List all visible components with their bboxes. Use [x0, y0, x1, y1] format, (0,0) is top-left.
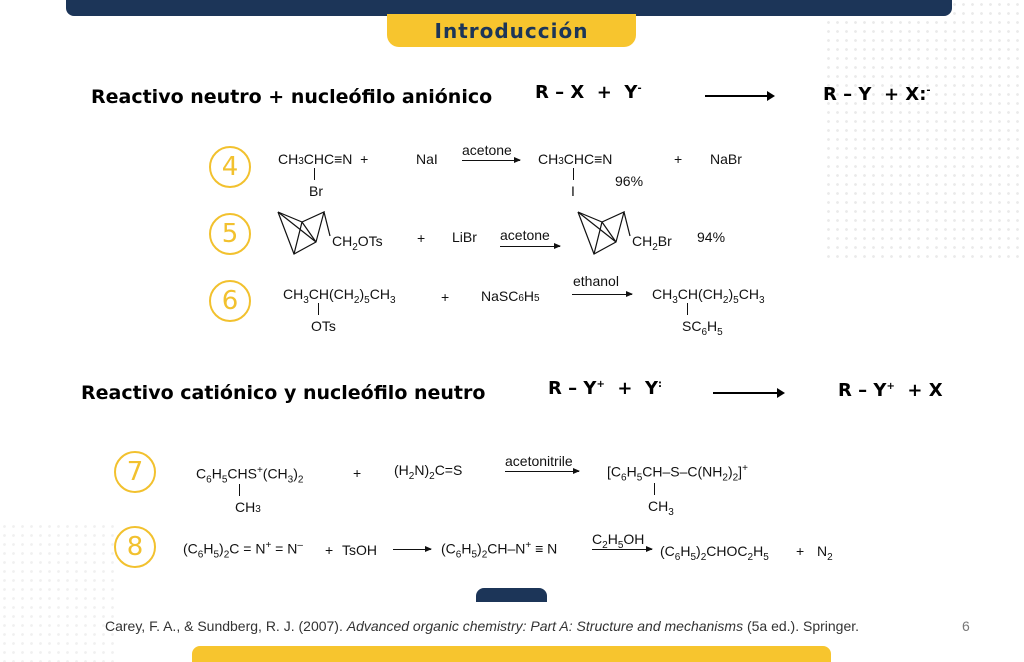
r7-reactant-substituent: CH3	[235, 499, 261, 515]
r8-arrow-2	[592, 546, 653, 552]
section2-arrow	[713, 388, 785, 398]
r8-condition: C2H5OH	[592, 531, 645, 551]
r7-reactant-bond	[239, 484, 240, 496]
reaction-number-5: 5	[209, 213, 251, 255]
r4-reactant-bond	[314, 168, 315, 180]
r4-reagent: NaI	[416, 151, 438, 167]
r4-condition: acetone	[462, 142, 512, 158]
r7-plus: +	[353, 465, 362, 481]
r6-reactant-substituent: OTs	[311, 318, 336, 334]
r4-product-substituent: I	[571, 183, 575, 199]
norbornane-structure-product	[577, 210, 631, 255]
r4-byproduct: NaBr	[710, 151, 742, 167]
section1-heading: Reactivo neutro + nucleófilo aniónico	[91, 86, 493, 108]
section1-equation-right: R – Y + X:-	[823, 84, 931, 105]
top-bar	[66, 0, 952, 16]
r4-yield: 96%	[615, 173, 644, 189]
r6-product-substituent: SC6H5	[682, 318, 723, 338]
r8-reactant: (C6H5)2C = N+ = N–	[183, 540, 303, 561]
norbornane-structure-reactant	[277, 210, 331, 255]
citation: Carey, F. A., & Sundberg, R. J. (2007). …	[105, 618, 860, 634]
r4-product-bond	[573, 168, 574, 180]
reaction-number-6: 6	[209, 280, 251, 322]
bottom-bar	[192, 646, 831, 662]
r6-reactant: CH3CH(CH2)5CH3	[283, 286, 396, 306]
reaction-number-4: 4	[209, 146, 251, 188]
r7-reagent: (H2N)2C=S	[394, 462, 463, 482]
r8-product: (C6H5)2CHOC2H5	[660, 543, 769, 563]
r6-reagent: NaSC6H5	[481, 288, 540, 304]
reaction-number-7: 7	[114, 451, 156, 493]
r8-reagent: TsOH	[342, 542, 377, 558]
section1-equation-left: R – X + Y-	[535, 82, 642, 103]
section2-heading: Reactivo catiónico y nucleófilo neutro	[81, 382, 486, 404]
r5-product-group: CH2Br	[632, 233, 672, 253]
r6-product: CH3CH(CH2)5CH3	[652, 286, 765, 306]
r4-product: CH3CHC≡N	[538, 151, 613, 167]
r8-arrow-1	[393, 546, 432, 552]
r5-condition: acetone	[500, 227, 550, 243]
r5-plus: +	[417, 230, 426, 246]
r4-reactant: CH3CHC≡N +	[278, 151, 369, 167]
r4-plus: +	[674, 151, 683, 167]
r6-reactant-bond	[318, 303, 319, 315]
r4-reactant-substituent: Br	[309, 183, 323, 199]
r7-arrow	[505, 468, 580, 474]
r7-condition: acetonitrile	[505, 453, 573, 469]
r5-reactant-group: CH2OTs	[332, 233, 383, 253]
r8-plus-2: +	[796, 543, 805, 559]
r8-plus-1: +	[325, 542, 334, 558]
r5-reagent: LiBr	[452, 229, 477, 245]
dot-pattern-top-right	[824, 0, 1024, 260]
r6-condition: ethanol	[573, 273, 619, 289]
page-number: 6	[962, 618, 970, 634]
r8-byproduct: N2	[817, 543, 833, 563]
dot-pattern-bottom-left	[0, 522, 120, 662]
r8-intermediate: (C6H5)2CH–N+ ≡ N	[441, 540, 558, 561]
r6-arrow	[572, 291, 633, 297]
r7-reactant: C6H5CHS+(CH3)2	[196, 465, 304, 486]
section2-equation-left: R – Y+ + Y:	[548, 378, 663, 399]
section1-arrow	[705, 91, 775, 101]
r5-yield: 94%	[697, 229, 726, 245]
section2-equation-right: R – Y+ + X	[838, 380, 943, 401]
bottom-tab	[476, 588, 547, 602]
r5-arrow	[500, 243, 561, 249]
slide-title: Introducción	[387, 14, 636, 47]
reaction-number-8: 8	[114, 526, 156, 568]
r7-product-substituent: CH3	[648, 498, 674, 518]
r6-plus: +	[441, 289, 450, 305]
r6-product-bond	[687, 303, 688, 315]
r7-product-bond	[654, 483, 655, 495]
r7-product: [C6H5CH–S–C(NH2)2]+	[607, 463, 748, 484]
r4-arrow	[462, 157, 521, 163]
